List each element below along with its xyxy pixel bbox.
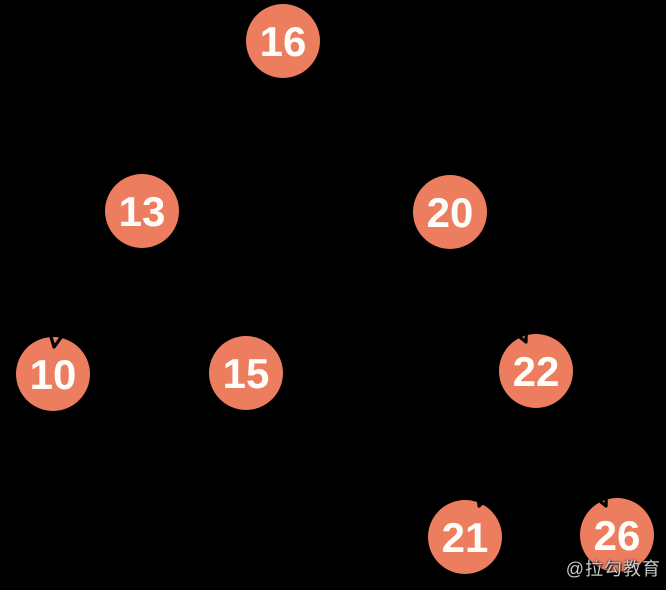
tree-node-22: 22: [499, 334, 573, 408]
arrowhead-icon: [476, 491, 491, 508]
node-label-22: 22: [513, 348, 560, 395]
watermark: @拉勾教育: [565, 559, 661, 579]
node-label-20: 20: [427, 189, 474, 236]
tree-node-15: 15: [209, 336, 283, 410]
tree-node-13: 13: [105, 174, 179, 248]
tree-edge-16-20: [282, 40, 451, 213]
node-label-26: 26: [594, 512, 641, 559]
arrowhead-icon: [513, 326, 528, 344]
node-label-16: 16: [260, 18, 307, 65]
node-circle-10: [16, 337, 90, 411]
tree-node-20: 20: [413, 175, 487, 249]
arrowhead-icon: [48, 332, 64, 349]
tree-node-21: 21: [428, 500, 502, 574]
node-circle-21: [428, 500, 502, 574]
node-circle-15: [209, 336, 283, 410]
node-circle-20: [413, 175, 487, 249]
tree-nodes: 16 13 20 10 15 22 21 26: [16, 4, 654, 574]
node-label-15: 15: [223, 350, 270, 397]
arrowhead-icon: [593, 490, 608, 508]
node-circle-22: [499, 334, 573, 408]
node-circle-16: [246, 4, 320, 78]
tree-node-16: 16: [246, 4, 320, 78]
edge-arrowheads: [48, 326, 608, 508]
node-label-13: 13: [119, 188, 166, 235]
node-label-21: 21: [442, 514, 489, 561]
tree-edges: [52, 40, 618, 538]
tree-node-26: 26: [580, 498, 654, 572]
node-circle-26: [580, 498, 654, 572]
node-label-10: 10: [30, 351, 77, 398]
tree-node-10: 10: [16, 337, 90, 411]
node-circle-13: [105, 174, 179, 248]
